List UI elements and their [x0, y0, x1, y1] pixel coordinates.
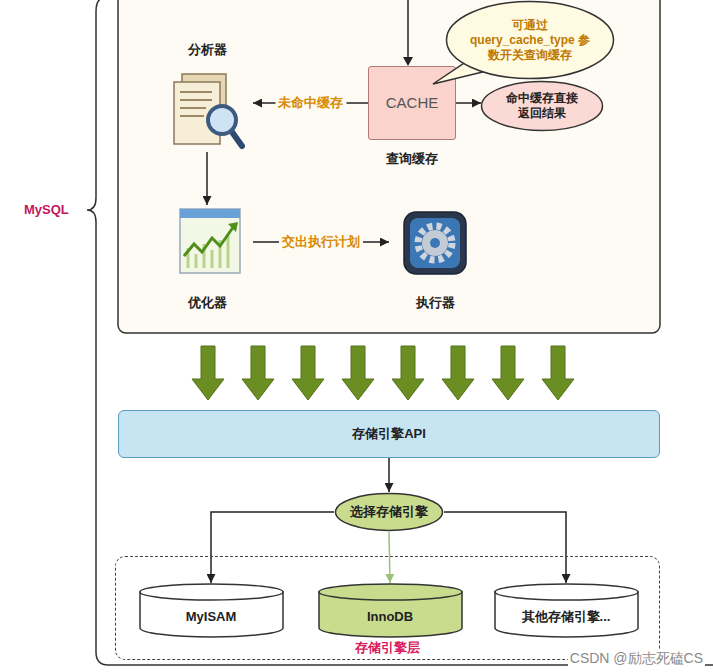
node-title: 可通过 query_cache_type 参数开关查询缓存: [469, 18, 591, 63]
chart-bar: [211, 250, 214, 268]
flow-arrow: [392, 346, 424, 400]
node-title: 分析器: [188, 42, 227, 58]
result-ellipse: 命中缓存直接返回结果: [480, 80, 604, 132]
paper-line: [180, 99, 212, 101]
chart-trend: [184, 226, 234, 256]
paper-line: [180, 91, 212, 93]
executor-node: 执行器: [389, 205, 481, 311]
executor-frame: [404, 212, 466, 274]
engine-cylinder: InnoDB: [318, 583, 463, 637]
chart-window: [180, 209, 240, 273]
flow-connector: [211, 512, 334, 583]
engine-cylinder: MyISAM: [139, 583, 284, 637]
node-title: MyISAM: [186, 609, 237, 625]
ellipse-outline: [447, 2, 614, 79]
gear-body: [422, 230, 448, 256]
flow-connector: [206, 152, 208, 205]
cylinder-top: [495, 584, 638, 600]
magnifier-handle: [232, 132, 242, 146]
ellipse-outline: [336, 494, 443, 531]
engine-cylinder: 其他存储引擎...: [494, 583, 639, 637]
chart-trend-head: [228, 222, 238, 232]
cylinder-top: [319, 584, 462, 600]
flow-arrow: [292, 346, 324, 400]
analyzer-icon: [174, 74, 242, 146]
flow-connector: [388, 458, 390, 492]
storage-api-band: 存储引擎API: [118, 410, 660, 458]
flow-arrow: [192, 346, 224, 400]
optimizer-node: 优化器: [161, 205, 253, 311]
node-title: 命中缓存直接返回结果: [502, 91, 582, 121]
paper-line: [180, 107, 206, 109]
executor-icon: [404, 212, 466, 274]
flow-arrows: [192, 346, 574, 400]
chart-bar: [227, 236, 230, 268]
flow-connector: [389, 532, 390, 583]
watermark: CSDN @励志死磕CS: [568, 650, 705, 668]
edge-label: 未命中缓存: [275, 94, 346, 112]
flow-arrow: [342, 346, 374, 400]
group-label: MySQL: [22, 202, 71, 217]
callout-bubble: 可通过 query_cache_type 参数开关查询缓存: [445, 0, 615, 80]
analyzer-node: 分析器: [161, 42, 253, 152]
gear-hub: [430, 238, 440, 248]
flow-connector: [456, 102, 481, 104]
magnifier-lens: [208, 106, 236, 134]
node-title: InnoDB: [367, 609, 413, 625]
ellipse-outline: [482, 82, 603, 131]
node-title: 执行器: [416, 295, 455, 311]
executor-screen: [410, 218, 460, 268]
server-panel: [118, 0, 660, 333]
engine-select-ellipse: 选择存储引擎: [334, 492, 444, 532]
flow-arrow: [542, 346, 574, 400]
incoming-arrowhead: [403, 57, 413, 66]
optimizer-icon: [180, 209, 240, 273]
flow-arrow: [242, 346, 274, 400]
flow-connector: [444, 512, 566, 583]
chart-titlebar: [180, 209, 240, 218]
flow-arrow: [442, 346, 474, 400]
incoming-line: [407, 0, 409, 58]
node-title: 存储引擎层: [355, 640, 420, 656]
node-caption: 查询缓存: [386, 151, 438, 167]
node-title: 存储引擎API: [352, 426, 426, 442]
chart-bar: [195, 254, 198, 268]
flow-arrow: [492, 346, 524, 400]
edge-label: 交出执行计划: [279, 233, 363, 251]
gear-teeth: [418, 226, 452, 260]
node-title: 优化器: [188, 295, 227, 311]
node-title: CACHE: [386, 94, 439, 113]
cylinder-top: [140, 584, 283, 600]
node-title: 选择存储引擎: [350, 504, 428, 520]
storage-layer-box: MyISAM InnoDB 其他存储引擎... 存储引擎层: [115, 556, 660, 660]
paper-line: [180, 115, 204, 117]
node-title: 其他存储引擎...: [522, 609, 611, 625]
